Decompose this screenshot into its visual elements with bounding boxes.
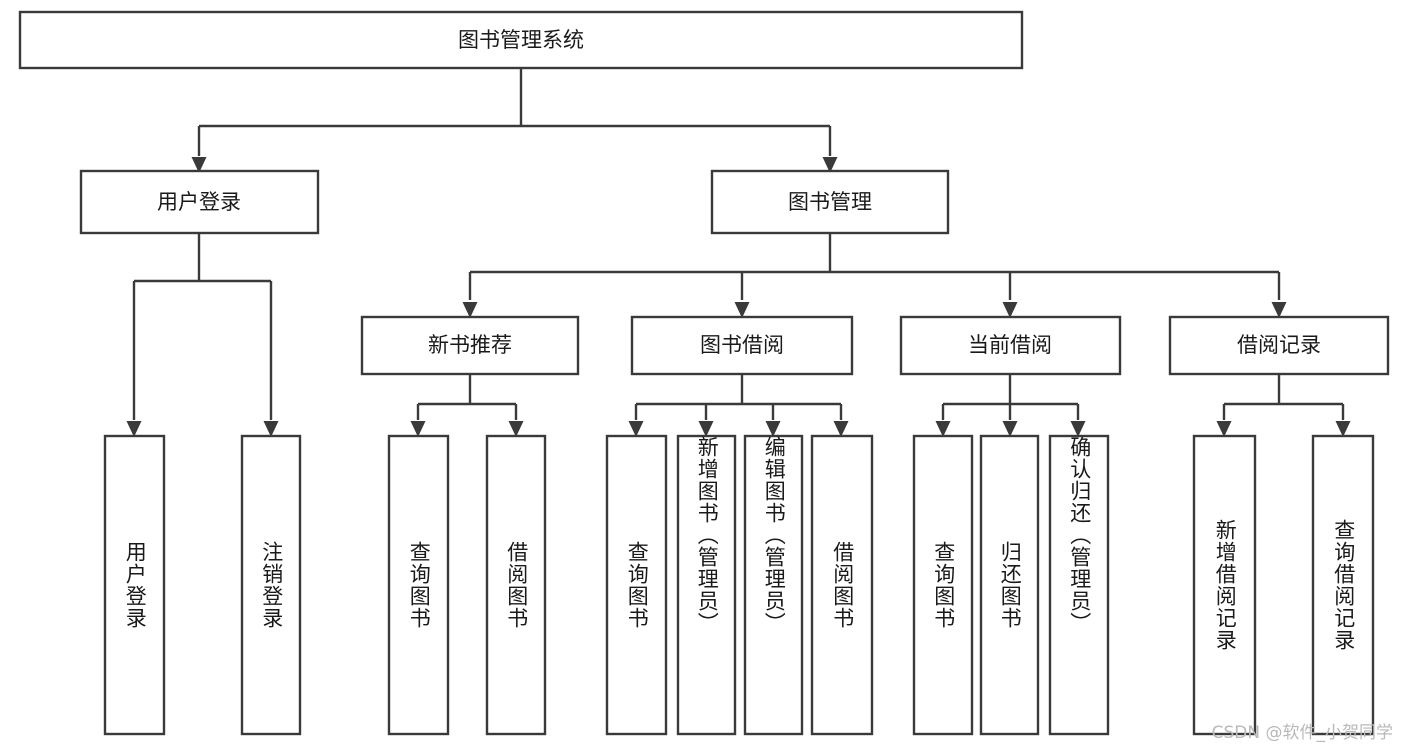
node-current-borrow[interactable]: [899, 315, 1122, 376]
arrow-to-book-borrow: [734, 302, 750, 318]
node-book-borrow-label: 图书借阅: [700, 333, 784, 357]
arrow-to-leaf-add-record: [1216, 421, 1232, 437]
arrow-to-new-book-rec: [462, 302, 478, 318]
node-leaf-borrow-book-1[interactable]: [485, 434, 547, 736]
arrow-to-leaf-confirm-return: [1070, 421, 1086, 437]
node-book-borrow[interactable]: [630, 315, 854, 376]
node-current-borrow-label: 当前借阅: [968, 333, 1052, 357]
node-user-login-label: 用户登录: [157, 190, 241, 214]
node-leaf-confirm-return[interactable]: [1048, 434, 1110, 736]
node-leaf-query-record[interactable]: [1311, 434, 1375, 736]
arrow-to-leaf-borrow-book-1: [508, 421, 524, 437]
node-user-login[interactable]: [79, 169, 320, 235]
arrow-to-leaf-query-record: [1335, 421, 1351, 437]
arrow-to-leaf-query-book-3: [935, 421, 951, 437]
node-leaf-user-login[interactable]: [103, 434, 166, 736]
node-leaf-add-book[interactable]: [676, 434, 737, 736]
arrow-to-leaf-query-book-1: [410, 421, 426, 437]
node-leaf-user-logout[interactable]: [240, 434, 302, 736]
arrow-to-current-borrow: [1002, 302, 1018, 318]
node-borrow-record-label: 借阅记录: [1237, 333, 1321, 357]
arrow-to-leaf-query-book-2: [628, 421, 644, 437]
node-book-manage-label: 图书管理: [788, 190, 872, 214]
arrow-to-leaf-user-login: [126, 421, 142, 437]
node-leaf-add-record[interactable]: [1192, 434, 1257, 736]
node-leaf-borrow-book-2[interactable]: [810, 434, 874, 736]
arrow-to-leaf-edit-book: [765, 421, 781, 437]
node-layer: 图书管理系统 用户登录 图书管理 新书推荐 图书借阅 当前借阅 借阅记录: [18, 10, 1390, 736]
node-borrow-record[interactable]: [1168, 315, 1390, 376]
arrow-to-borrow-record: [1271, 302, 1287, 318]
node-leaf-query-book-2[interactable]: [605, 434, 668, 736]
arrow-to-leaf-add-book: [698, 421, 714, 437]
node-leaf-query-book-3[interactable]: [912, 434, 974, 736]
node-new-book-rec-label: 新书推荐: [428, 333, 512, 357]
node-leaf-edit-book[interactable]: [743, 434, 804, 736]
node-book-manage[interactable]: [710, 169, 950, 235]
connector-layer: [126, 68, 1351, 437]
arrow-to-leaf-borrow-book-2: [833, 421, 849, 437]
node-root-label: 图书管理系统: [458, 28, 584, 52]
arrow-to-leaf-user-logout: [263, 421, 279, 437]
arrow-to-leaf-return-book: [1002, 421, 1018, 437]
node-new-book-rec[interactable]: [360, 315, 580, 376]
node-root[interactable]: [18, 10, 1024, 70]
node-leaf-query-book-1[interactable]: [387, 434, 450, 736]
node-leaf-return-book[interactable]: [979, 434, 1040, 736]
